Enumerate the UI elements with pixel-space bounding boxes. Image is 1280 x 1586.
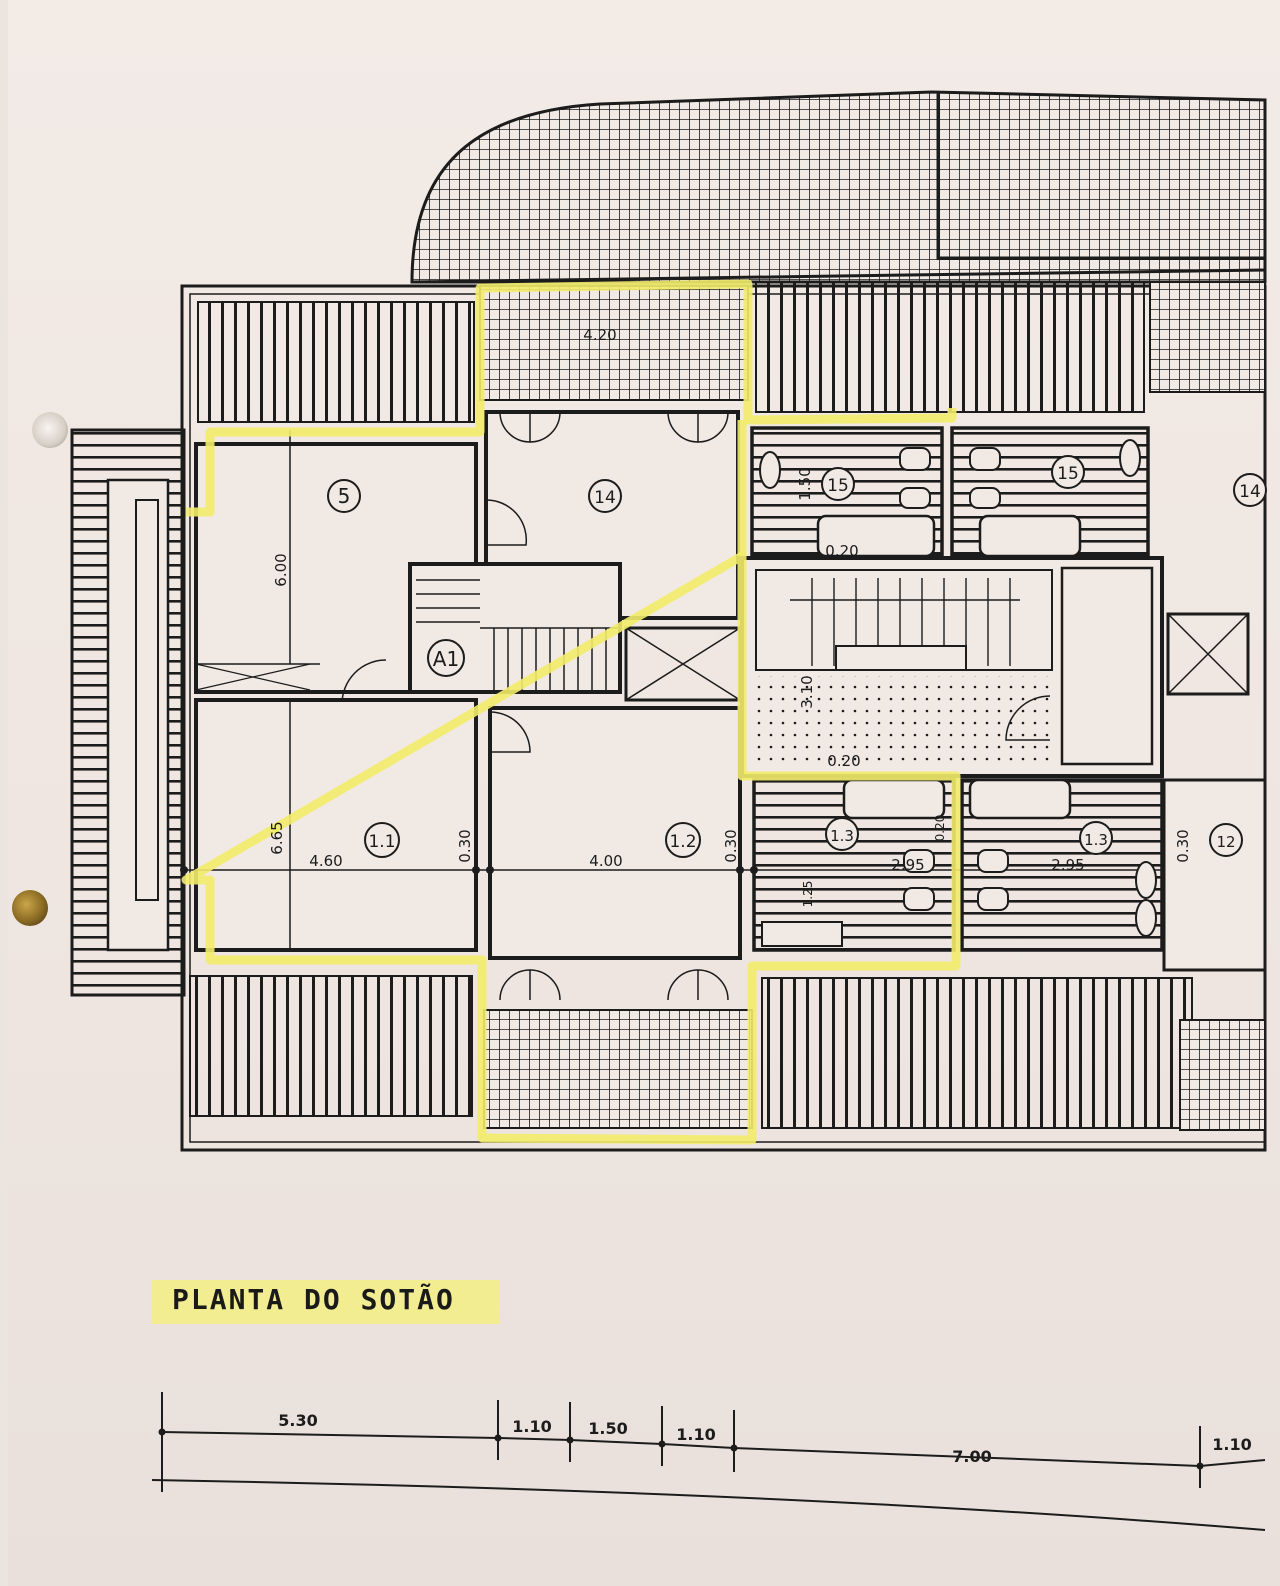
svg-text:1.3: 1.3 (830, 827, 854, 845)
bottom-terrace (483, 1009, 753, 1129)
dim-2-95-b: 2.95 (1051, 856, 1084, 874)
dim-4-60: 4.60 (309, 852, 342, 870)
svg-text:12: 12 (1216, 833, 1235, 851)
scale-1-50: 1.50 (588, 1419, 627, 1438)
svg-text:15: 15 (827, 476, 849, 496)
svg-text:A1: A1 (433, 647, 459, 671)
dim-0-30-c: 0.30 (1174, 829, 1192, 862)
room-tag-14-right: 14 (1233, 473, 1267, 507)
dim-2-95-a: 2.95 (891, 856, 924, 874)
room-tag-1-3a: 1.3 (825, 817, 859, 851)
svg-text:14: 14 (594, 488, 616, 508)
top-terrace (479, 285, 749, 401)
room-tag-1-1: 1.1 (364, 822, 400, 858)
scale-7-00: 7.00 (952, 1447, 991, 1466)
scale-1-10-b: 1.10 (676, 1425, 715, 1444)
scale-5-30: 5.30 (278, 1411, 317, 1430)
svg-text:1.2: 1.2 (669, 832, 696, 852)
roof-bottom-right (761, 977, 1193, 1129)
svg-text:14: 14 (1239, 482, 1261, 502)
dim-6-00: 6.00 (272, 553, 290, 586)
dim-0-20-mid: 0.20 (827, 752, 860, 770)
room-tag-15b: 15 (1051, 455, 1085, 489)
dim-0-30-a: 0.30 (456, 829, 474, 862)
punch-hole-bottom (12, 890, 48, 926)
dim-0-30-b: 0.30 (722, 829, 740, 862)
title-highlight (152, 1280, 500, 1324)
room-tag-a1: A1 (427, 639, 465, 677)
scale-1-10-a: 1.10 (512, 1417, 551, 1436)
drawing-title: PLANTA DO SOTÃO (172, 1283, 455, 1316)
roof-top-left (197, 301, 475, 423)
svg-text:1.1: 1.1 (368, 832, 395, 852)
dim-3-10: 3.10 (798, 675, 816, 708)
scale-bar (151, 1392, 1266, 1531)
room-tag-1-3b: 1.3 (1079, 821, 1113, 855)
svg-text:15: 15 (1057, 464, 1079, 484)
svg-text:5: 5 (338, 484, 351, 508)
dim-6-65: 6.65 (268, 821, 286, 854)
room-tag-15a: 15 (821, 467, 855, 501)
dim-1-25: 1.25 (801, 881, 815, 908)
svg-text:1.3: 1.3 (1084, 831, 1108, 849)
roof-bottom-left (189, 975, 473, 1117)
dim-1-50: 1.50 (796, 467, 814, 500)
punch-hole-top (32, 412, 68, 448)
roof-top-right (755, 281, 1145, 413)
room-tag-14: 14 (588, 479, 622, 513)
top-balcony-grid (410, 90, 1267, 284)
highlight-outline (181, 279, 961, 1145)
dim-4-00: 4.00 (589, 852, 622, 870)
dim-4-20: 4.20 (583, 326, 616, 344)
room-tag-12-right: 12 (1209, 823, 1243, 857)
room-tag-5: 5 (327, 479, 361, 513)
scale-1-10-c: 1.10 (1212, 1435, 1251, 1454)
dim-0-20-v: 0.20 (933, 815, 947, 842)
dim-0-20-top: 0.20 (825, 542, 858, 560)
room-1-2-floor (488, 706, 742, 960)
room-tag-1-2: 1.2 (665, 822, 701, 858)
